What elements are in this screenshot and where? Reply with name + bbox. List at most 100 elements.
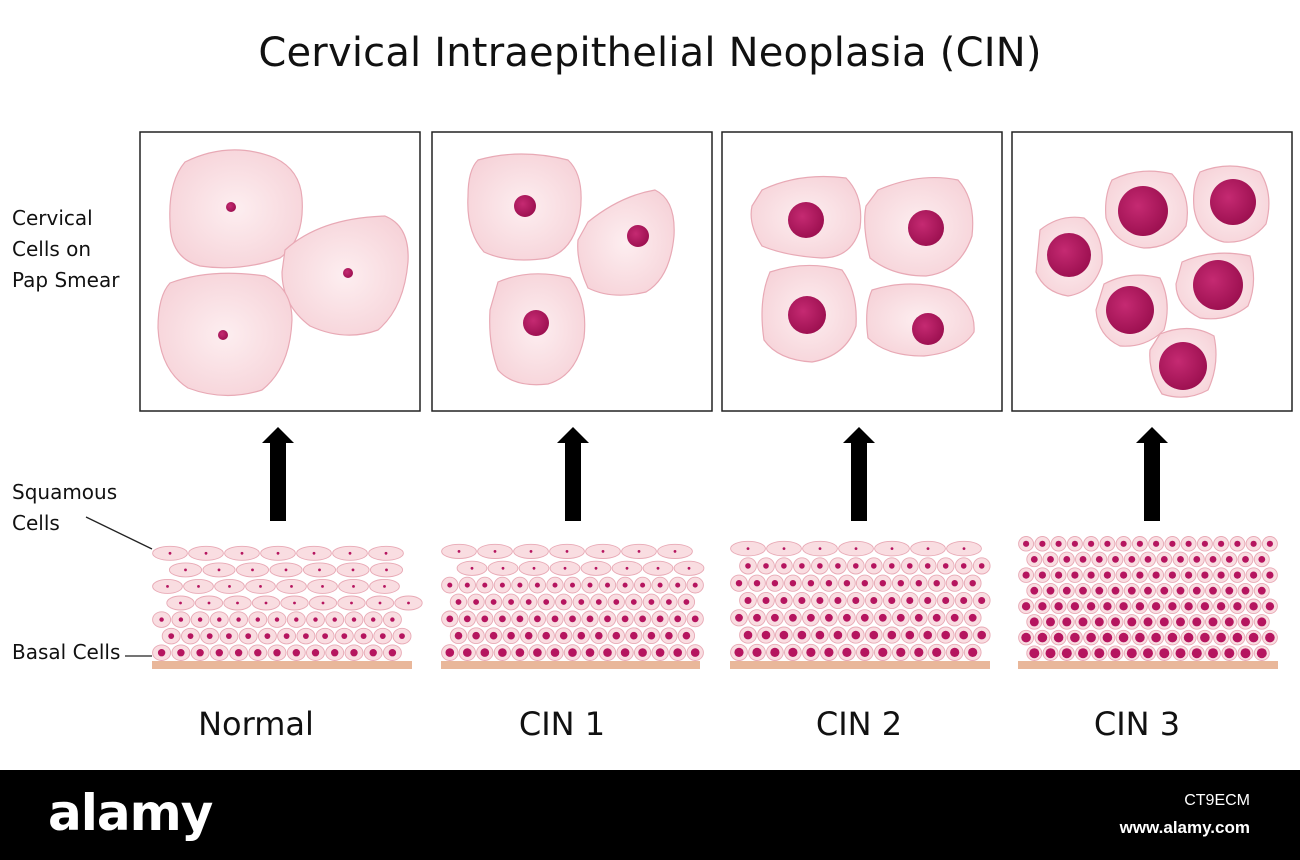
epithelial-nucleus [825,613,833,622]
basement-membrane [1018,661,1278,669]
epithelial-nucleus [159,617,164,622]
epithelial-nucleus [498,648,507,657]
epithelial-nucleus [1257,617,1267,627]
nucleus [1159,342,1207,390]
epithelial-nucleus [1200,632,1210,643]
epithelial-nucleus [770,647,780,658]
epithelial-nucleus [226,633,232,639]
epithelial-nucleus [350,601,353,605]
epithelial-nucleus [1079,556,1087,563]
epithelial-nucleus [378,601,382,605]
epithelial-nucleus [472,631,480,640]
epithelial-nucleus [217,568,221,572]
epithelial-nucleus [1250,571,1258,579]
epithelial-nucleus [311,649,320,657]
epithelial-nucleus [499,615,506,623]
epithelial-nucleus [341,633,348,639]
epithelial-nucleus [1185,571,1193,579]
epithelial-nucleus [552,582,558,588]
epithelial-nucleus [833,630,843,640]
epithelial-nucleus [532,566,536,570]
epithelial-nucleus [933,580,940,587]
epithelial-nucleus [896,613,905,622]
epithelial-nucleus [534,582,540,588]
epithelial-nucleus [1088,540,1095,547]
epithelial-nucleus [905,630,915,640]
epithelial-nucleus [1078,648,1088,659]
epithelial-nucleus [746,547,750,550]
epithelial-nucleus [352,585,355,588]
epithelial-nucleus [797,630,807,640]
epithelial-nucleus [407,601,410,605]
epithelial-nucleus [1118,632,1129,643]
epithelial-nucleus [569,615,576,623]
epithelial-nucleus [743,630,753,640]
epithelial-nucleus [842,647,852,658]
epithelial-nucleus [515,648,525,657]
basement-membrane [152,661,412,669]
epithelial-nucleus [673,648,682,657]
epithelial-nucleus [870,597,878,604]
epithelial-nucleus [1265,602,1275,611]
epithelial-nucleus [1063,556,1071,563]
epithelial-nucleus [690,648,700,657]
epithelial-nucleus [923,630,932,640]
epithelial-nucleus [871,563,877,569]
epithelial-nucleus [978,563,985,569]
epithelial-nucleus [941,630,950,640]
epithelial-nucleus [1159,617,1169,627]
epithelial-nucleus [236,601,239,605]
epithelial-nucleus [878,647,888,658]
epithelial-nucleus [447,582,453,588]
epithelial-nucleus [178,617,184,622]
epithelium-normal [152,545,423,669]
epithelial-nucleus [197,585,200,588]
epithelial-nucleus [735,580,743,587]
epithelial-nucleus [818,547,822,550]
epithelium-cin3 [1018,536,1278,669]
epithelial-nucleus [1258,556,1266,563]
epithelial-nucleus [1086,602,1096,611]
epithelial-nucleus [371,617,376,622]
epithelial-nucleus [824,647,834,658]
epithelial-nucleus [1248,632,1259,643]
epithelial-nucleus [613,599,620,605]
epithelial-nucleus [781,563,787,569]
epithelial-nucleus [1266,540,1273,547]
epithelial-nucleus [215,649,223,657]
epithelial-nucleus [187,633,194,639]
smear-cells-normal [157,149,409,397]
epithelial-nucleus [568,648,577,657]
epithelial-nucleus [932,613,941,622]
nucleus [1106,286,1154,334]
epithelial-nucleus [932,647,942,658]
epithelial-nucleus [1030,586,1039,595]
epithelial-nucleus [1029,648,1040,659]
epithelial-nucleus [1241,617,1250,627]
epithelial-nucleus [168,633,175,639]
epithelial-nucleus [1038,602,1047,611]
epithelial-nucleus [1030,556,1038,563]
epithelial-nucleus [463,648,472,657]
smear-frame-cin2 [721,131,1003,412]
epithelial-nucleus [236,617,241,622]
epithelial-nucleus [752,647,762,658]
epithelial-nucleus [1112,556,1119,563]
epithelial-nucleus [1095,586,1104,595]
epithelial-nucleus [914,613,923,622]
epithelial-nucleus [217,617,222,622]
epithelial-nucleus [853,563,859,569]
epithelial-nucleus [622,582,628,588]
epithelial-nucleus [924,597,932,604]
brand-logo: alamy [48,784,213,842]
epithelial-nucleus [196,649,204,657]
epithelial-nucleus [825,580,833,587]
basal-cells-label: Basal Cells [12,640,121,664]
epithelial-nucleus [1208,617,1218,627]
epithelial-nucleus [1193,556,1201,563]
epithelial-nucleus [1062,586,1071,595]
epithelial-nucleus [351,617,357,622]
epithelial-nucleus [604,615,611,623]
nucleus [912,313,944,345]
pap-smear-label-line: Cervical [12,206,93,230]
